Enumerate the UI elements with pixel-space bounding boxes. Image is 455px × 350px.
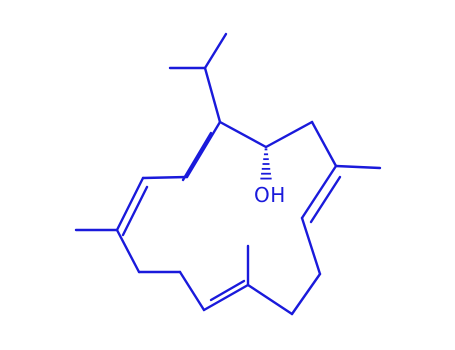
bond-ring-c1-c2-double: [181, 131, 213, 182]
bond-ring-c14-c1: [218, 120, 268, 149]
bond-ring-c8-c9: [246, 283, 294, 316]
bond-methyl-c12: [334, 164, 382, 170]
bond-ring-c10-c11: [300, 216, 322, 276]
bond-ring-c11-c12: [300, 164, 338, 220]
hashed-wedge-bond: [260, 148, 272, 180]
hydroxyl-label: OH: [254, 183, 286, 207]
bond-ring-c2-c3: [141, 175, 189, 180]
bond-ring-c9-c10: [290, 272, 322, 316]
bond-ring-c13-c14: [264, 120, 314, 149]
bond-network: [74, 32, 382, 316]
bond-isopropyl-methyl-right: [203, 32, 228, 70]
bond-ring-c7-c8-double: [209, 279, 246, 302]
bond-ring-c3-c4: [115, 176, 145, 232]
bond-ring-c11-c12-double: [309, 175, 342, 224]
bond-ring-c4-c5: [115, 228, 141, 274]
bond-ring-c12-c13: [310, 120, 338, 168]
bond-ring-c3-c4-double: [121, 185, 149, 237]
bond-isopropyl-to-ring: [203, 66, 222, 124]
bond-ring-c1-c2: [185, 120, 222, 179]
bond-ring-c6-c7: [178, 270, 206, 312]
bond-ring-c7-c8: [202, 283, 250, 312]
